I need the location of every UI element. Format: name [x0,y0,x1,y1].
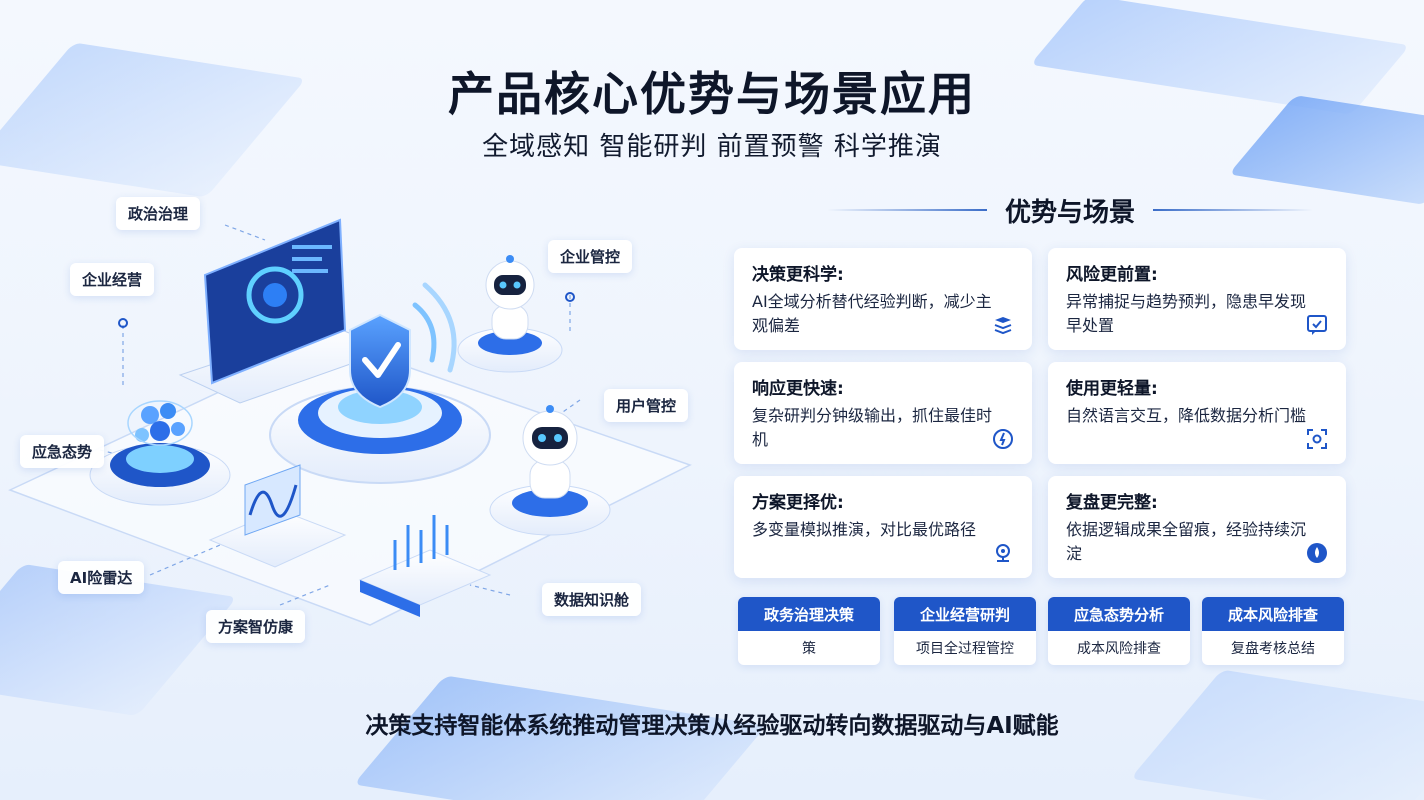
label-scheme-sim: 方案智仿康 [206,610,306,643]
chat-check-icon [1304,312,1330,338]
scene-card: 政务治理决策 策 [738,597,880,665]
scene-desc: 策 [802,641,816,657]
card-title: 决策更科学: [752,265,844,285]
page-title: 产品核心优势与场景应用 [448,67,976,121]
shield-platform-icon [269,282,491,484]
card-desc: 依据逻辑成果全留痕，经验持续沉淀 [1066,520,1307,563]
robot-icon [489,405,611,536]
scene-title: 应急态势分析 [1048,597,1190,631]
card-title: 方案更择优: [752,493,844,513]
scene-card: 应急态势分析 成本风险排查 [1048,597,1190,665]
bottom-caption: 决策支持智能体系统推动管理决策从经验驱动转向数据驱动与AI赋能 [365,713,1059,739]
card-desc: 异常捕捉与趋势预判，隐患早发现早处置 [1066,292,1307,335]
label-user-control: 用户管控 [604,389,689,422]
isometric-illustration: 政治治理 企业经营 企业管控 用户管控 应急态势 AI险雷达 方案智仿康 数据知… [0,185,720,655]
scene-title: 政务治理决策 [738,597,880,631]
page-subtitle: 全域感知 智能研判 前置预警 科学推演 [482,132,942,162]
target-icon [990,540,1016,566]
label-enterprise-control: 企业管控 [548,240,633,273]
scene-desc: 成本风险排查 [1077,641,1161,657]
card-desc: AI全域分析替代经验判断，减少主观偏差 [752,292,992,335]
section-header: 优势与场景 [790,190,1350,230]
advantage-card: 方案更择优: 多变量模拟推演，对比最优路径 [734,476,1032,578]
divider [1153,209,1313,211]
scene-title: 成本风险排查 [1202,597,1344,631]
scene-desc: 复盘考核总结 [1231,641,1315,657]
illustration-graphic [8,218,692,626]
bar-chart-icon [358,515,492,617]
scan-icon [1304,426,1330,452]
advantage-card: 复盘更完整: 依据逻辑成果全留痕，经验持续沉淀 [1048,476,1346,578]
advantage-card: 决策更科学: AI全域分析替代经验判断，减少主观偏差 [734,248,1032,350]
card-desc: 复杂研判分钟级输出，抓住最佳时机 [752,406,993,449]
data-sphere-icon [89,400,231,506]
label-data-knowledge: 数据知识舱 [542,583,642,616]
anchor-dot [118,318,128,328]
drop-circle-icon [1304,540,1330,566]
card-title: 风险更前置: [1066,265,1158,285]
card-desc: 自然语言交互，降低数据分析门槛 [1066,406,1307,425]
laptop-icon [178,218,392,404]
label-ai-radar: AI险雷达 [58,561,145,594]
fast-response-icon [990,426,1016,452]
label-politics: 政治治理 [116,197,201,230]
card-title: 使用更轻量: [1066,379,1158,399]
card-title: 响应更快速: [752,379,844,399]
scene-desc: 项目全过程管控 [916,641,1014,657]
scene-card: 企业经营研判 项目全过程管控 [894,597,1036,665]
robot-icon [457,255,563,373]
card-desc: 多变量模拟推演，对比最优路径 [752,520,977,539]
scene-title: 企业经营研判 [894,597,1036,631]
wave-chart-icon [208,464,347,568]
card-title: 复盘更完整: [1066,493,1158,513]
label-emergency: 应急态势 [20,435,105,468]
advantage-card: 风险更前置: 异常捕捉与趋势预判，隐患早发现早处置 [1048,248,1346,350]
anchor-dot [565,292,575,302]
label-enterprise-ops: 企业经营 [70,263,155,296]
divider [826,209,987,211]
scene-card: 成本风险排查 复盘考核总结 [1202,597,1344,665]
advantage-card: 使用更轻量: 自然语言交互，降低数据分析门槛 [1048,362,1346,464]
section-title: 优势与场景 [1004,197,1135,228]
layers-icon [990,312,1016,338]
advantage-card: 响应更快速: 复杂研判分钟级输出，抓住最佳时机 [734,362,1032,464]
